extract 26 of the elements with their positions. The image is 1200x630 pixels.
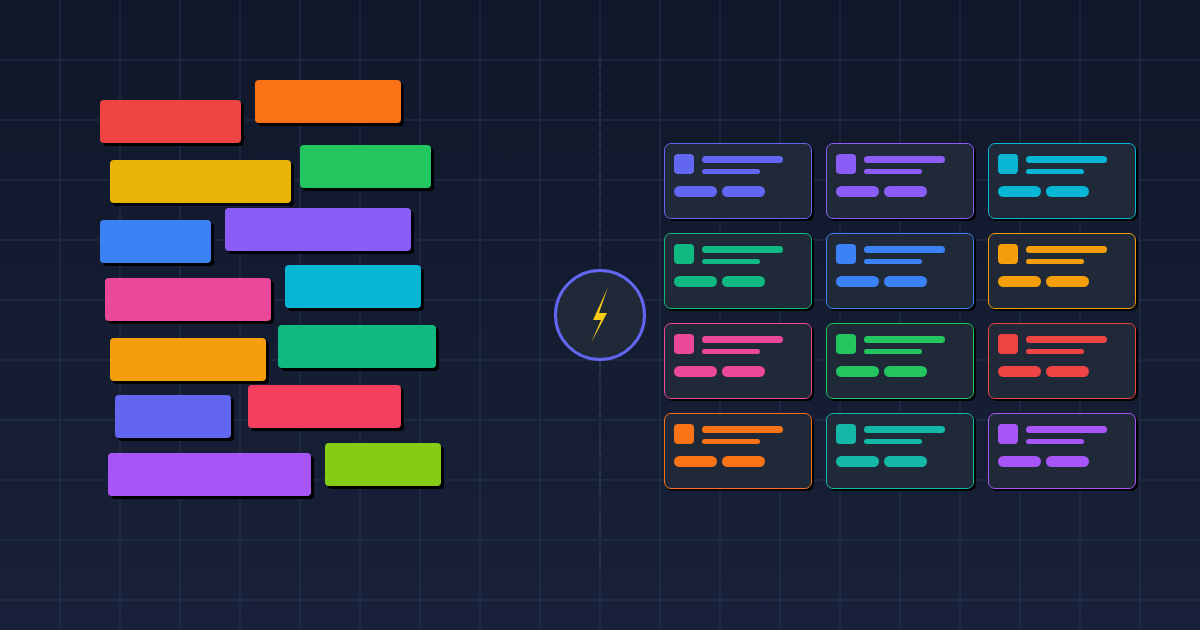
bar	[255, 80, 401, 123]
card	[664, 413, 812, 489]
bar	[300, 145, 431, 188]
bar	[110, 338, 266, 381]
card	[826, 233, 974, 309]
card	[988, 233, 1136, 309]
bar	[225, 208, 411, 251]
bar	[105, 278, 271, 321]
card	[826, 323, 974, 399]
bar	[100, 220, 211, 263]
bar	[248, 385, 401, 428]
card	[664, 143, 812, 219]
bar	[278, 325, 436, 368]
card	[988, 323, 1136, 399]
card	[988, 413, 1136, 489]
bar	[110, 160, 291, 203]
card	[664, 233, 812, 309]
card	[664, 323, 812, 399]
bar	[325, 443, 441, 486]
bar	[115, 395, 231, 438]
card	[826, 143, 974, 219]
card	[988, 143, 1136, 219]
bar	[100, 100, 241, 143]
bar	[108, 453, 311, 496]
card	[826, 413, 974, 489]
bar	[285, 265, 421, 308]
